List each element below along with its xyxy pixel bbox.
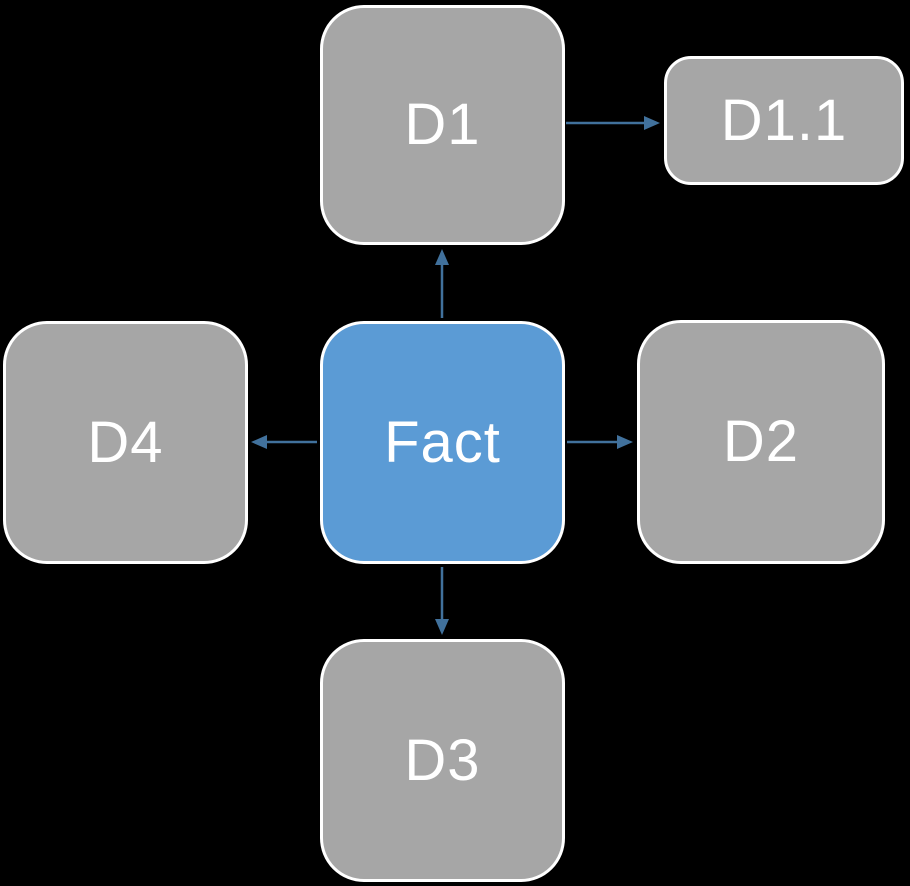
node-d3-label: D3 (404, 727, 481, 793)
node-fact-label: Fact (384, 409, 501, 475)
node-d1-1-label: D1.1 (720, 87, 848, 153)
node-fact: Fact (320, 321, 565, 564)
node-d1-1: D1.1 (664, 56, 904, 185)
node-d2-label: D2 (722, 409, 800, 474)
node-d4: D4 (3, 321, 248, 564)
node-d4-label: D4 (87, 409, 164, 475)
node-d1: D1 (320, 5, 565, 245)
node-d2: D2 (637, 320, 885, 564)
node-d1-label: D1 (404, 92, 481, 157)
node-d3: D3 (320, 639, 565, 882)
